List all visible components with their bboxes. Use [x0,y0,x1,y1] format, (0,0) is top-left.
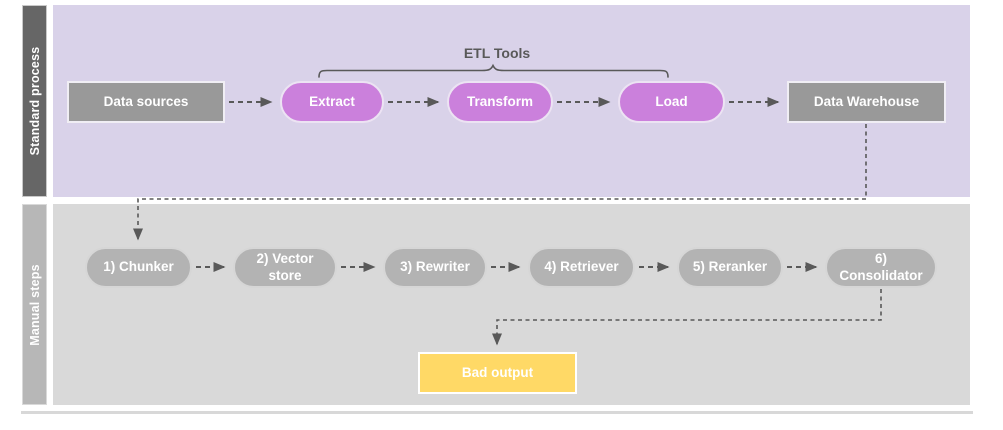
node-label: 4) Retriever [544,259,619,275]
node-load: Load [618,81,725,123]
node-reranker: 5) Reranker [677,247,783,288]
node-label: Load [655,93,688,109]
node-label: Data sources [103,93,189,109]
node-label: Bad output [461,364,534,380]
node-data-warehouse: Data Warehouse [787,81,946,123]
lane-label: Standard process [27,46,42,156]
node-label: 1) Chunker [103,259,174,275]
node-bad-output: Bad output [418,352,577,394]
node-label: Transform [466,93,534,109]
lane-header-manual-steps: Manual steps [22,204,47,405]
node-label: Extract [309,93,355,109]
node-transform: Transform [447,81,553,123]
etl-tools-label: ETL Tools [463,45,531,61]
node-label: 6) Consolidator [839,251,923,283]
node-label: 5) Reranker [692,259,768,275]
node-retriever: 4) Retriever [528,247,635,288]
node-label: Data Warehouse [813,93,920,109]
node-vector-store: 2) Vector store [233,247,337,288]
node-extract: Extract [280,81,384,123]
node-label: 3) Rewriter [400,259,470,275]
lane-label: Manual steps [27,263,42,346]
node-data-sources: Data sources [67,81,225,123]
node-chunker: 1) Chunker [85,247,192,288]
node-consolidator: 6) Consolidator [825,247,937,288]
bottom-divider-line [21,411,973,414]
node-rewriter: 3) Rewriter [383,247,487,288]
node-label: 2) Vector store [256,251,314,283]
lane-header-standard-process: Standard process [22,5,47,197]
